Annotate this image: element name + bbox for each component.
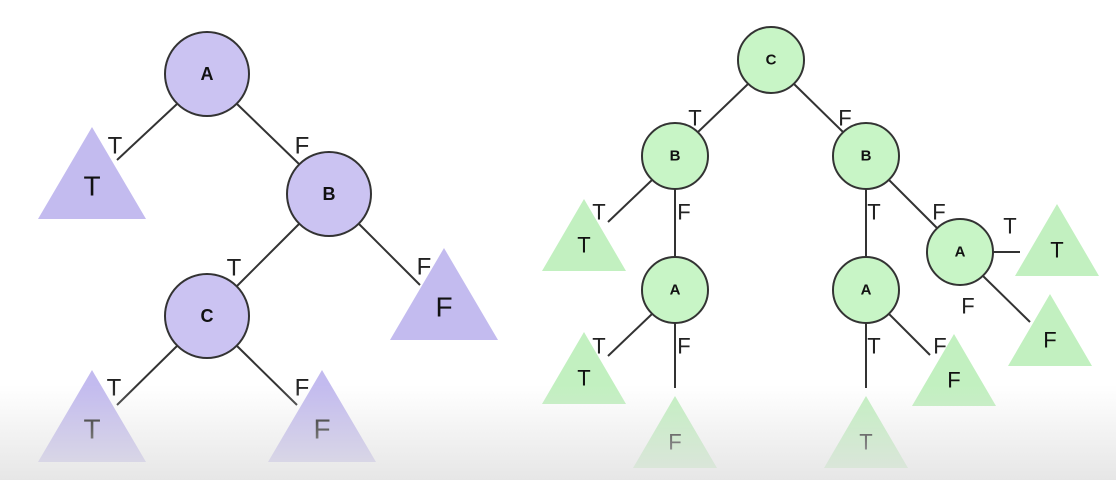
edge-l-a-l-t1 (116, 103, 178, 161)
node-circle-shape (164, 273, 250, 359)
node-circle-shape (832, 256, 900, 324)
node-c: C (737, 26, 805, 94)
leaf-false: F (633, 396, 717, 468)
decision-nodes: A B C (164, 31, 372, 359)
leaf-false: F (390, 248, 498, 340)
leaf-triangle-shape (542, 199, 626, 271)
leaf-label: T (577, 233, 590, 258)
node-b: B (641, 122, 709, 190)
node-circle-shape (164, 31, 250, 117)
node-circle-shape (286, 151, 372, 237)
node-label: B (670, 148, 681, 165)
edge-l-b-l-f1 (358, 223, 421, 286)
leaf-label: T (859, 430, 872, 455)
leaf-true: T (38, 127, 146, 219)
leaf-label: F (1043, 328, 1056, 353)
edge-label-true: T (592, 334, 605, 359)
edge-l-c-l-t2 (116, 345, 178, 406)
leaf-label: F (313, 413, 330, 444)
leaf-label: T (577, 366, 590, 391)
edge-label-false: F (961, 294, 974, 319)
leaf-true: T (542, 199, 626, 271)
node-label: A (670, 282, 681, 299)
edge-label-false: F (417, 254, 432, 281)
node-circle-shape (926, 218, 994, 286)
leaf-triangle-shape (1015, 204, 1099, 276)
node-circle-shape (641, 256, 709, 324)
edge-labels: T F T F T F (107, 133, 432, 402)
leaf-label: F (947, 368, 960, 393)
edge-label-false: F (677, 200, 690, 225)
edge-label-false: F (932, 200, 945, 225)
edge-label-true: T (227, 255, 242, 282)
edge-label-true: T (107, 375, 122, 402)
leaf-true: T (1015, 204, 1099, 276)
leaf-triangle-shape (1008, 294, 1092, 366)
leaf-label: T (83, 413, 100, 444)
node-a: A (832, 256, 900, 324)
edge-label-true: T (688, 106, 701, 131)
node-b: B (832, 122, 900, 190)
edge-r-a3-r-f3 (982, 275, 1031, 323)
leaf-label: T (1050, 238, 1063, 263)
edge-label-false: F (933, 334, 946, 359)
edge-r-b2-r-a3 (888, 179, 938, 229)
edge-r-a1-r-t2 (607, 313, 653, 357)
node-circle-shape (832, 122, 900, 190)
node-label: A (201, 64, 214, 84)
edge-l-b-l-c (236, 223, 300, 287)
node-label: B (323, 184, 336, 204)
edges (607, 83, 1031, 388)
edge-labels: T F T F T F T F T F T F (592, 106, 1016, 359)
node-circle-shape (641, 122, 709, 190)
leaf-false: F (912, 334, 996, 406)
edge-r-a2-r-f2 (888, 313, 931, 356)
leaves: T F T F (38, 127, 498, 462)
node-a: A (641, 256, 709, 324)
leaf-label: F (668, 430, 681, 455)
edge-label-true: T (1003, 214, 1016, 239)
edge-label-false: F (295, 375, 310, 402)
edge-label-true: T (867, 200, 880, 225)
leaf-true: T (38, 370, 146, 462)
edge-label-true: T (108, 133, 123, 160)
leaf-true: T (542, 332, 626, 404)
leaf-false: F (1008, 294, 1092, 366)
decision-nodes: C B B A A A (641, 26, 994, 324)
edge-label-true: T (867, 334, 880, 359)
edge-r-b1-r-t1 (607, 179, 653, 223)
node-label: C (766, 52, 777, 69)
edge-r-c-r-b2 (793, 83, 844, 133)
edge-l-a-l-b (236, 103, 300, 165)
edge-l-c-l-f2 (236, 345, 298, 406)
node-label: A (955, 244, 966, 261)
edges (116, 103, 421, 406)
edge-label-false: F (295, 133, 310, 160)
edge-r-c-r-b1 (697, 83, 749, 133)
edge-label-false: F (677, 334, 690, 359)
node-circle-shape (737, 26, 805, 94)
edge-label-false: F (838, 106, 851, 131)
leaf-triangle-shape (38, 127, 146, 219)
leaf-true: T (824, 396, 908, 468)
node-label: C (201, 306, 214, 326)
node-a: A (164, 31, 250, 117)
node-label: B (861, 148, 872, 165)
node-label: A (861, 282, 872, 299)
leaf-false: F (268, 370, 376, 462)
node-a: A (926, 218, 994, 286)
node-b: B (286, 151, 372, 237)
edge-label-true: T (592, 200, 605, 225)
leaf-label: F (435, 291, 452, 322)
left-decision-tree: T F T F A B C T F T F T F (38, 31, 498, 462)
leaf-triangle-shape (390, 248, 498, 340)
node-c: C (164, 273, 250, 359)
leaf-label: T (83, 170, 100, 201)
